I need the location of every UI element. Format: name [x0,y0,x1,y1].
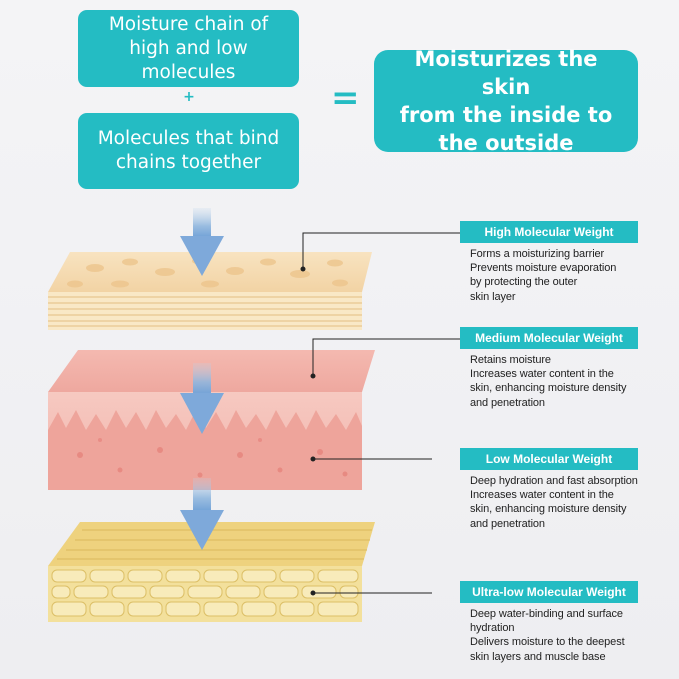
result-box: Moisturizes the skin from the inside to … [374,47,638,155]
plus-sign: + [183,89,195,105]
low-weight-badge: Low Molecular Weight [460,448,638,470]
leader-lines [300,232,462,596]
ultra-low-weight-badge: Ultra-low Molecular Weight [460,581,638,603]
equals-sign: = [331,78,360,118]
high-weight-desc: Forms a moisturizing barrier Prevents mo… [470,248,617,303]
arrow-down-icon [180,208,224,276]
arrow-down-icon [180,363,224,434]
ultra-low-weight-layer [48,522,375,622]
low-weight-desc: Deep hydration and fast absorption Incre… [470,475,638,530]
medium-weight-badge: Medium Molecular Weight [460,327,638,349]
medium-weight-desc: Retains moisture Increases water content… [470,354,627,409]
ultra-low-weight-desc: Deep water-binding and surface hydration… [470,608,625,663]
high-weight-badge: High Molecular Weight [460,221,638,243]
medium-low-weight-layer [48,350,375,490]
high-weight-layer [48,252,372,330]
binding-molecules-box: Molecules that bind chains together [78,113,299,189]
arrow-down-icon [180,478,224,550]
moisture-chain-box: Moisture chain of high and low molecules [78,10,299,87]
